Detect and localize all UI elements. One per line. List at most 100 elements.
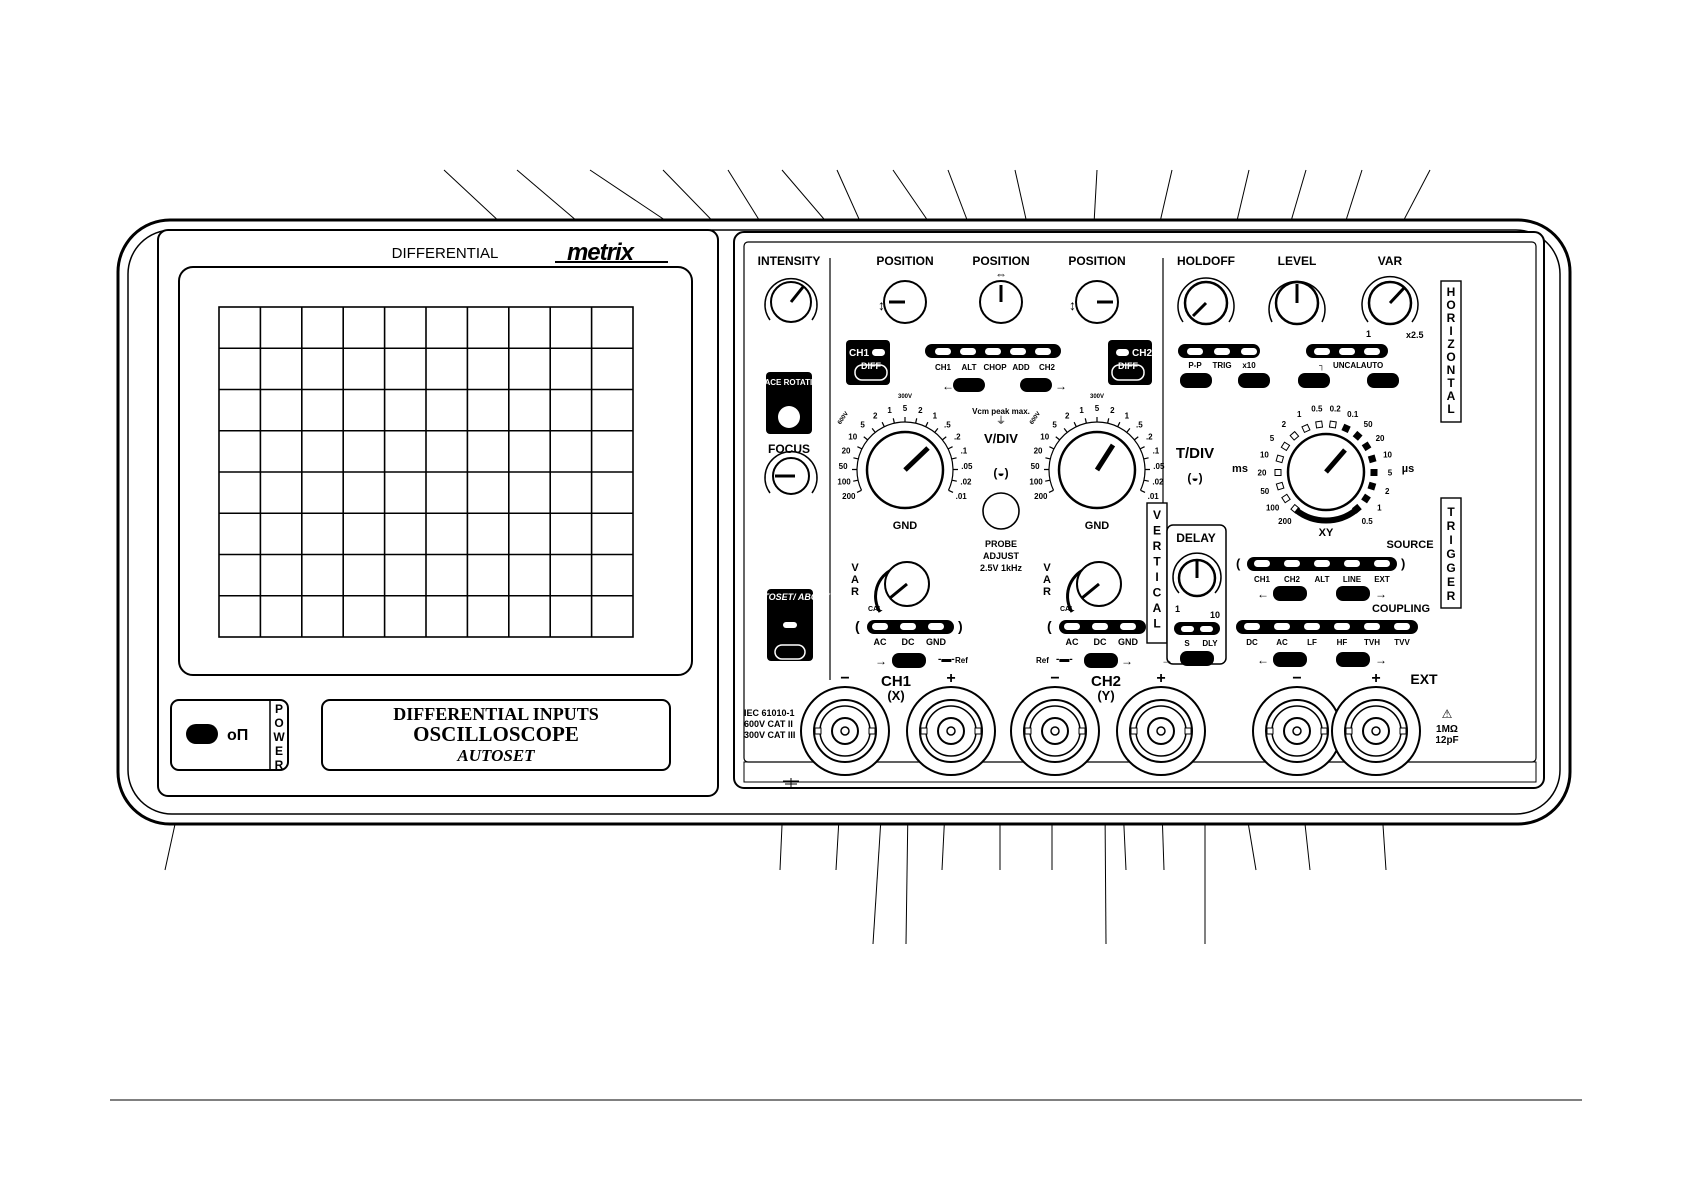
delay-arrow: →: [1161, 653, 1173, 667]
ch2-diff-button[interactable]: [1111, 364, 1145, 381]
tmode-leds-led: [1187, 348, 1203, 355]
trig-coupling-right-button[interactable]: [1336, 652, 1370, 667]
ch2-var-knob[interactable]: [1066, 561, 1122, 613]
trigger-letters-letter: G: [1446, 561, 1455, 575]
tdiv-label: T/DIV: [1176, 445, 1214, 462]
tcoup-leds-label: DC: [1246, 638, 1258, 647]
intensity-knob[interactable]: [764, 278, 818, 323]
source-label: SOURCE: [1386, 539, 1433, 551]
horizontal-letters-letter: N: [1447, 363, 1456, 377]
source-leds-label: ALT: [1315, 575, 1330, 584]
sweep-mode-button[interactable]: [1367, 373, 1399, 388]
bnc-inputs: [800, 686, 1421, 776]
vdiv2-tick: 5: [1095, 404, 1100, 413]
ch2-minus-sign: −: [1050, 670, 1059, 687]
tcoup-leds-led: [1334, 623, 1350, 630]
coup1-led: [900, 623, 916, 630]
horiz-var-mark-1: 1: [1366, 329, 1371, 339]
vdiv1-tick: .5: [944, 421, 951, 430]
x-position-knob[interactable]: [979, 280, 1023, 324]
ch1-plus-bnc[interactable]: [906, 686, 996, 776]
vertical-mode-left-button[interactable]: [953, 378, 985, 392]
vmode-leds-led: [1010, 348, 1026, 355]
vmode-leds-led: [960, 348, 976, 355]
ch1-minus-bnc[interactable]: [800, 686, 890, 776]
source-leds-label: LINE: [1343, 575, 1362, 584]
x10-button[interactable]: [1238, 373, 1270, 388]
vdiv2-tick: 1: [1079, 406, 1084, 415]
delay-mode-s: S: [1184, 639, 1190, 648]
ch2-volts-div-knob[interactable]: [1057, 430, 1137, 510]
probe-adjust-line: ADJUST: [983, 551, 1020, 561]
tcoup-leds-led: [1364, 623, 1380, 630]
ext-minus-sign: −: [1292, 670, 1301, 687]
var2-letters-letter: V: [1043, 562, 1051, 574]
ch1-cal-label: CAL: [868, 606, 883, 613]
vdiv1-tick: 5: [903, 404, 908, 413]
source-right-button[interactable]: [1336, 586, 1370, 601]
delay-mode-button[interactable]: [1180, 651, 1214, 666]
holdoff-knob[interactable]: [1177, 277, 1235, 326]
ch2-diff-led: [1116, 349, 1129, 356]
source-leds-led: [1254, 560, 1270, 567]
source-left-button[interactable]: [1273, 586, 1307, 601]
trig-coupling-left-button[interactable]: [1273, 652, 1307, 667]
ext-plus-sign: +: [1371, 670, 1380, 687]
ext-plus-bnc[interactable]: [1331, 686, 1421, 776]
smode-leds-label: UNCAL: [1333, 361, 1361, 370]
ch2-coupling-button[interactable]: [1084, 653, 1118, 668]
source-leds-led: [1374, 560, 1390, 567]
svg-text:-▬-: -▬-: [1056, 654, 1073, 665]
power-block: [170, 699, 289, 771]
tcoup-leds-led: [1274, 623, 1290, 630]
ch2-minus-bnc[interactable]: [1010, 686, 1100, 776]
warning-icon: ⚠: [1442, 707, 1453, 721]
focus-knob[interactable]: [764, 451, 818, 495]
ch2-diff-label: DIFF: [1118, 361, 1138, 371]
vdiv2-tick: .2: [1146, 433, 1153, 442]
autoset-label: AUTOSET/ ABORT: [749, 592, 831, 602]
slope-button[interactable]: [1298, 373, 1330, 388]
vdiv1-tick: 1: [933, 412, 938, 421]
vmode-labels-label: CH1: [935, 363, 952, 372]
ext-minus-bnc[interactable]: [1252, 686, 1342, 776]
vertical-mode-right-button[interactable]: [1020, 378, 1052, 392]
delay-mode-dly: DLY: [1202, 639, 1218, 648]
title-line-2: OSCILLOSCOPE: [413, 722, 579, 746]
tcoup-leds-label: LF: [1307, 638, 1317, 647]
tmode-leds-led: [1214, 348, 1230, 355]
ch1-diff-button[interactable]: [854, 364, 888, 381]
coup2-led: [1092, 623, 1108, 630]
source-right-arrow: →: [1375, 587, 1387, 601]
vertical-letters-letter: E: [1153, 524, 1161, 538]
ch1-coupling-button[interactable]: [892, 653, 926, 668]
tdiv-tick: 10: [1260, 450, 1269, 459]
horizontal-letters-letter: H: [1447, 285, 1456, 299]
vertical-letters-letter: A: [1153, 601, 1162, 615]
trigger-mode-button[interactable]: [1180, 373, 1212, 388]
vdiv1-tick: .02: [960, 477, 972, 486]
ch1-position-knob[interactable]: ↕: [878, 280, 927, 324]
ch1-volts-div-knob[interactable]: [865, 430, 945, 510]
trace-rotation-adjust[interactable]: [778, 406, 800, 428]
horiz-var-knob[interactable]: [1361, 276, 1419, 326]
var1-letters-letter: R: [851, 586, 859, 598]
ch2-input-label: CH2: [1091, 673, 1121, 690]
autoset-button[interactable]: [774, 644, 806, 660]
power-button[interactable]: [186, 724, 218, 744]
ch2-position-knob[interactable]: ↕: [1069, 280, 1119, 324]
delay-knob[interactable]: [1172, 552, 1222, 598]
level-knob[interactable]: [1268, 280, 1326, 326]
vertical-mode-right-arrow: →: [1055, 379, 1067, 393]
tdiv-cal-mark: (◒): [1187, 471, 1202, 485]
trace-rotation-panel: [766, 372, 812, 434]
ch1-var-knob[interactable]: [874, 561, 930, 613]
ch2-plus-bnc[interactable]: [1116, 686, 1206, 776]
ch2-cal-label: CAL: [1060, 606, 1075, 613]
time-div-knob[interactable]: [1286, 432, 1366, 512]
source-leds-label: CH2: [1284, 575, 1301, 584]
